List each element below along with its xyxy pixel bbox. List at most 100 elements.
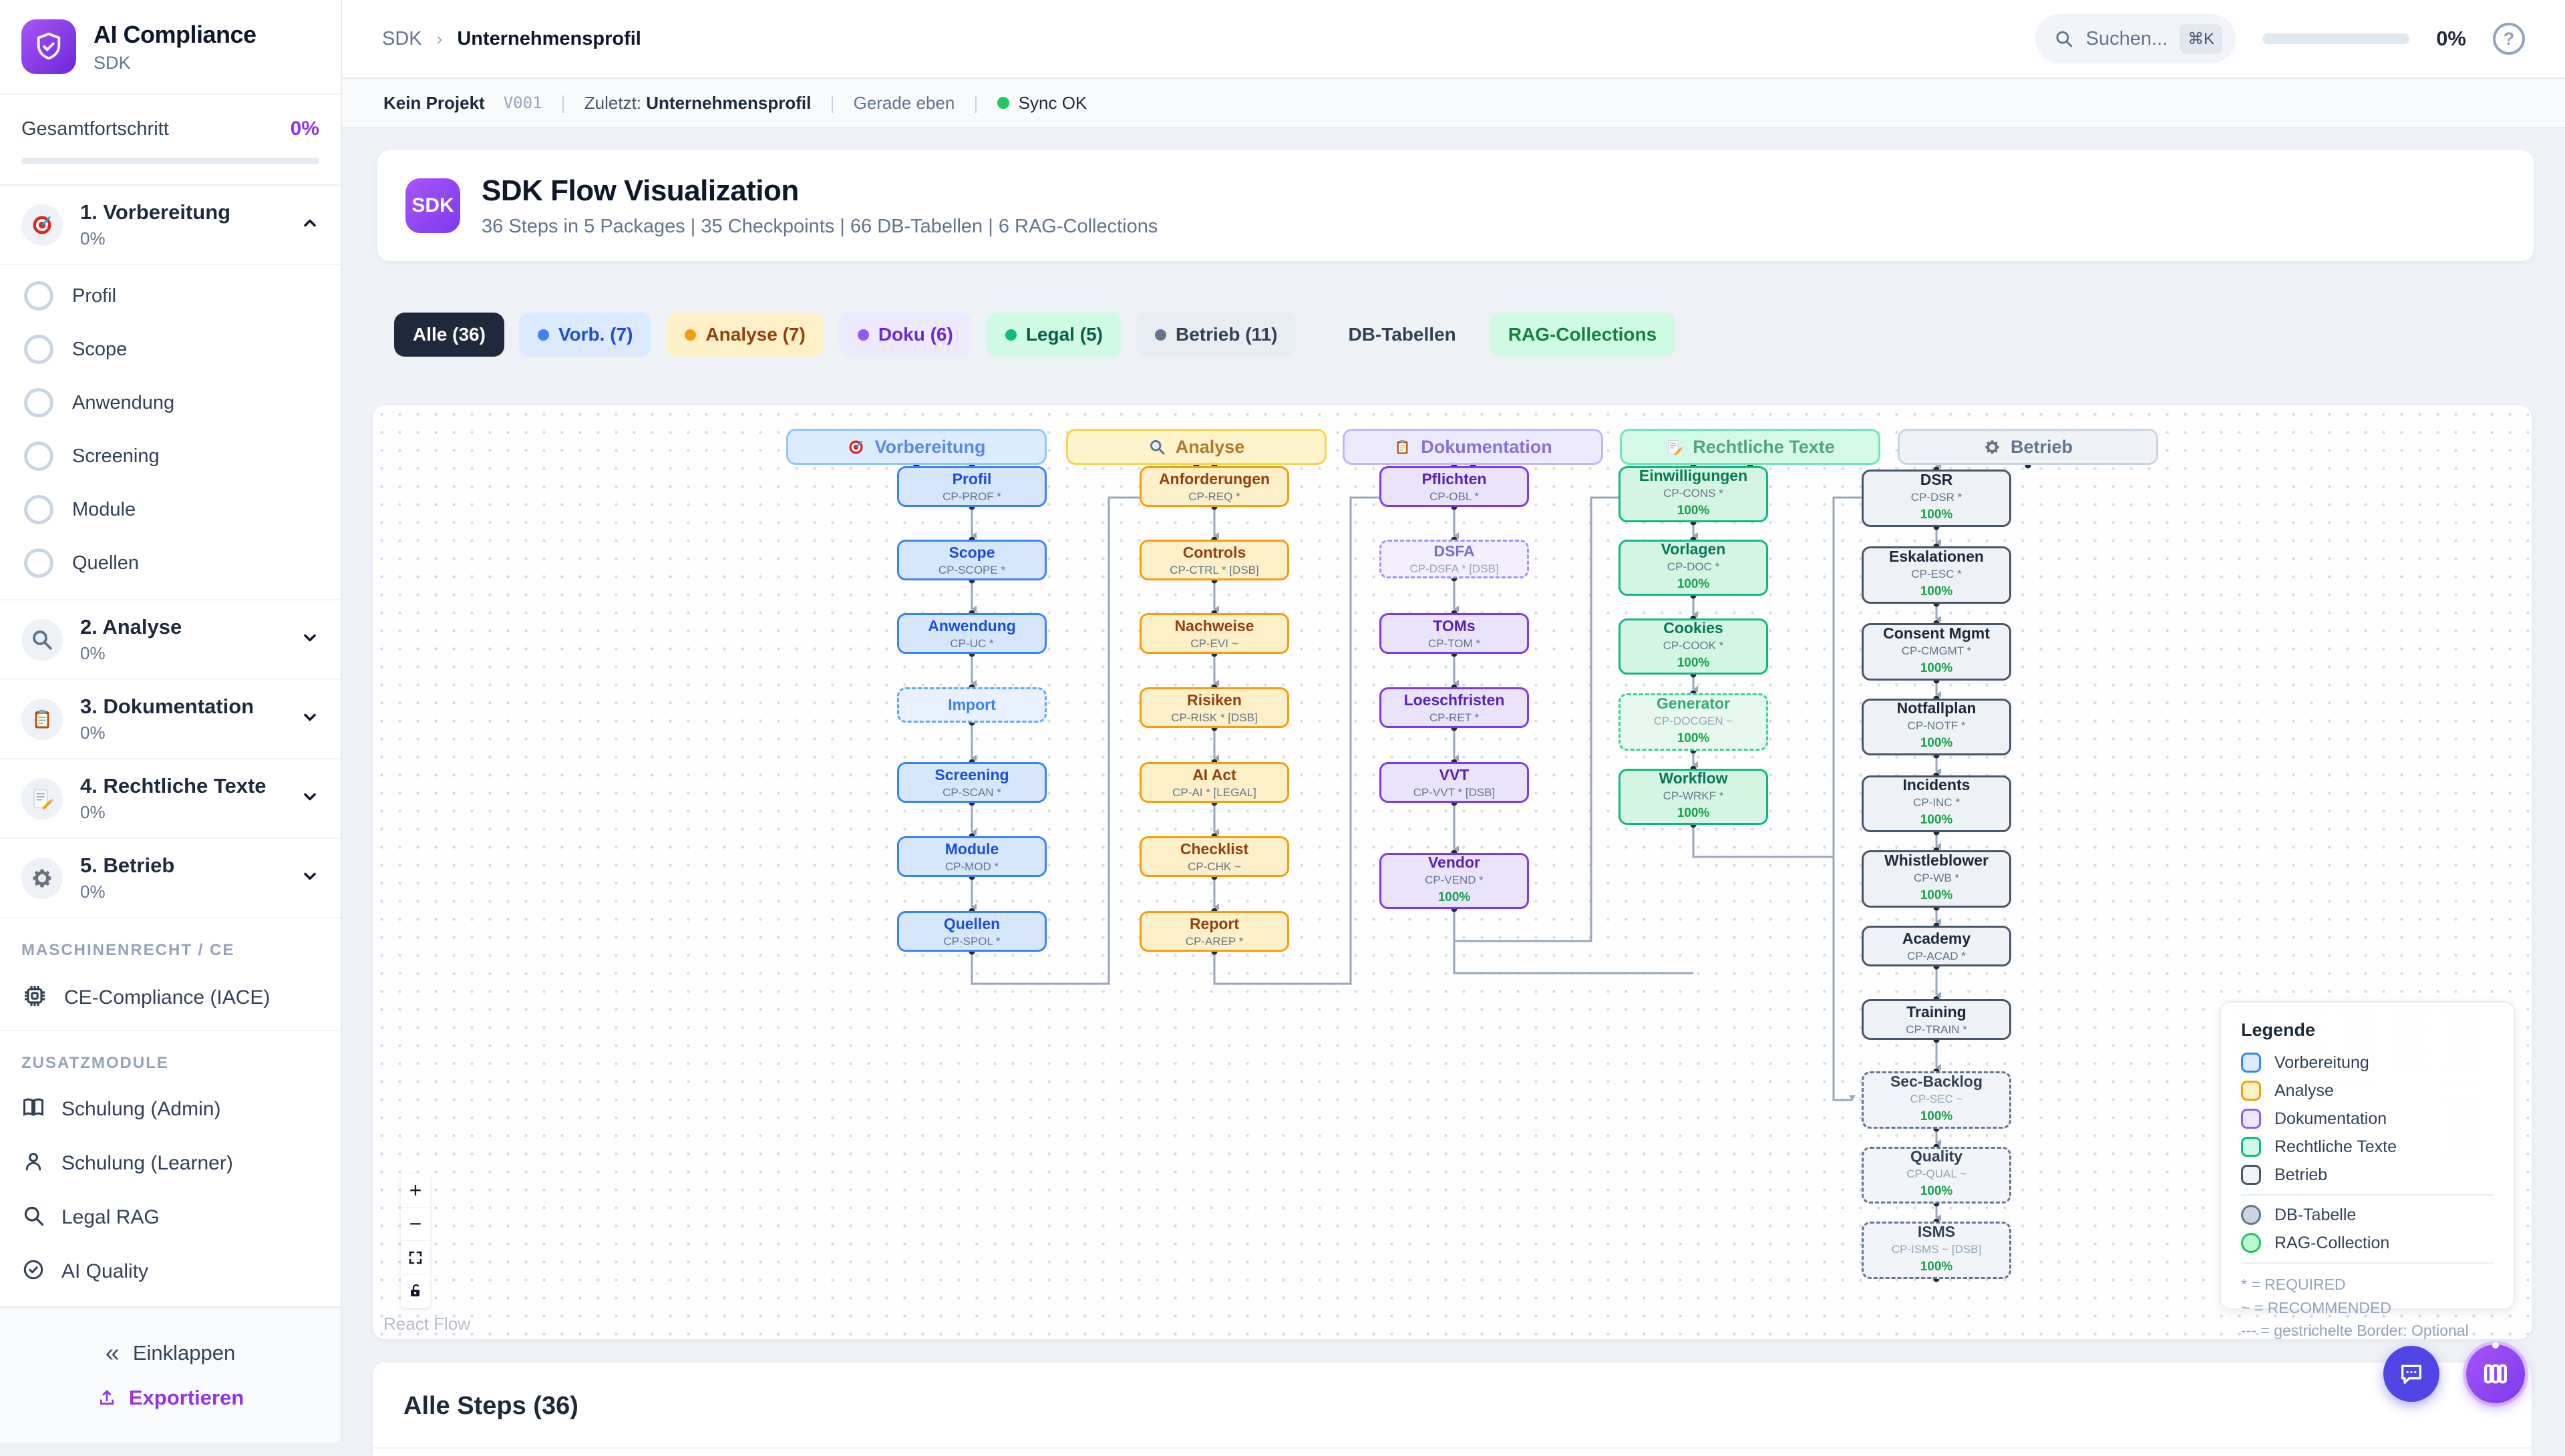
zoom-in-button[interactable]: +	[401, 1174, 430, 1208]
filter-chip-legal-5-[interactable]: Legal (5)	[987, 313, 1122, 357]
chevron-up-icon	[301, 214, 319, 236]
fit-view-button[interactable]	[401, 1241, 430, 1274]
board-view-button[interactable]	[2466, 1344, 2525, 1403]
node-progress-value: 100%	[1920, 508, 1953, 522]
flow-node-profil[interactable]: ProfilCP-PROF *	[897, 466, 1047, 507]
node-code: CP-QUAL ~	[1906, 1167, 1966, 1181]
flow-node-isms[interactable]: ISMSCP-ISMS ~ [DSB]100%	[1862, 1222, 2011, 1279]
flow-node-scope[interactable]: ScopeCP-SCOPE *	[897, 540, 1047, 580]
status-bar: Kein Projekt V001 | Zuletzt: Unternehmen…	[342, 79, 2565, 128]
flow-package-rechtliche-texte[interactable]: Rechtliche Texte	[1620, 429, 1880, 465]
chip-dot-icon	[1155, 329, 1166, 341]
sidebar-step-scope[interactable]: Scope	[0, 323, 341, 376]
flow-node-consent-mgmt[interactable]: Consent MgmtCP-CMGMT *100%	[1862, 623, 2011, 681]
phase-progress: 0%	[80, 723, 283, 743]
step-status-circle-icon	[24, 441, 53, 471]
package-label: Betrieb	[2011, 437, 2073, 458]
filter-chip-betrieb-11-[interactable]: Betrieb (11)	[1136, 313, 1297, 357]
sidebar-phase-3[interactable]: 3. Dokumentation0%	[0, 680, 341, 759]
flow-node-academy[interactable]: AcademyCP-ACAD *	[1862, 926, 2011, 966]
legend-notes: * = REQUIRED~ = RECOMMENDED--- = gestric…	[2241, 1273, 2494, 1339]
node-code: CP-AREP *	[1186, 935, 1244, 948]
top-bar: SDK › Unternehmensprofil Suchen... ⌘K 0%…	[342, 0, 2565, 79]
flow-package-betrieb[interactable]: Betrieb	[1898, 429, 2158, 465]
sidebar-step-module[interactable]: Module	[0, 483, 341, 536]
flow-node-generator[interactable]: GeneratorCP-DOCGEN ~100%	[1618, 693, 1768, 751]
flow-node-whistleblower[interactable]: WhistleblowerCP-WB *100%	[1862, 850, 2011, 908]
flow-node-training[interactable]: TrainingCP-TRAIN *	[1862, 999, 2011, 1040]
sidebar-step-quellen[interactable]: Quellen	[0, 536, 341, 590]
chat-assistant-button[interactable]	[2383, 1346, 2439, 1402]
filter-chip-db-tabellen[interactable]: DB-Tabellen	[1329, 313, 1474, 357]
flow-node-einwilligungen[interactable]: EinwilligungenCP-CONS *100%	[1618, 466, 1768, 522]
export-button[interactable]: Exportieren	[97, 1386, 244, 1410]
breadcrumb-root[interactable]: SDK	[382, 28, 422, 50]
flow-node-loeschfristen[interactable]: LoeschfristenCP-RET *	[1379, 687, 1529, 728]
flow-node-anforderungen[interactable]: AnforderungenCP-REQ *	[1140, 466, 1289, 507]
node-code: CP-DOC *	[1667, 560, 1719, 574]
flow-node-ai-act[interactable]: AI ActCP-AI * [LEGAL]	[1140, 762, 1289, 803]
flow-node-toms[interactable]: TOMsCP-TOM *	[1379, 613, 1529, 654]
sidebar-step-anwendung[interactable]: Anwendung	[0, 376, 341, 429]
flow-node-checklist[interactable]: ChecklistCP-CHK ~	[1140, 836, 1289, 877]
sidebar-item-ce-compliance[interactable]: CE-Compliance (IACE)	[0, 969, 341, 1031]
help-icon[interactable]: ?	[2493, 23, 2525, 55]
filter-chip-doku-6-[interactable]: Doku (6)	[839, 313, 972, 357]
sidebar-phase-5[interactable]: 5. Betrieb0%	[0, 839, 341, 918]
flow-node-incidents[interactable]: IncidentsCP-INC *100%	[1862, 775, 2011, 832]
flow-node-vvt[interactable]: VVTCP-VVT * [DSB]	[1379, 762, 1529, 803]
lock-toggle-button[interactable]	[401, 1274, 430, 1308]
flow-node-screening[interactable]: ScreeningCP-SCAN *	[897, 762, 1047, 803]
sidebar-phase-2[interactable]: 2. Analyse0%	[0, 600, 341, 680]
flow-node-quality[interactable]: QualityCP-QUAL ~100%	[1862, 1147, 2011, 1204]
flow-node-vendor[interactable]: VendorCP-VEND *100%	[1379, 853, 1529, 909]
node-code: CP-REQ *	[1188, 490, 1240, 504]
flow-node-workflow[interactable]: WorkflowCP-WRKF *100%	[1618, 769, 1768, 825]
flow-canvas[interactable]: Legende VorbereitungAnalyseDokumentation…	[373, 405, 2532, 1339]
flow-node-sec-backlog[interactable]: Sec-BacklogCP-SEC ~100%	[1862, 1071, 2011, 1129]
flow-node-controls[interactable]: ControlsCP-CTRL * [DSB]	[1140, 540, 1289, 580]
filter-chip-rag-collections[interactable]: RAG-Collections	[1490, 313, 1675, 357]
sidebar-phase-4[interactable]: 4. Rechtliche Texte0%	[0, 759, 341, 839]
search-input[interactable]: Suchen... ⌘K	[2035, 14, 2236, 63]
sidebar-item-ai-quality[interactable]: AI Quality	[0, 1244, 341, 1298]
flow-node-dsfa[interactable]: DSFACP-DSFA * [DSB]	[1379, 540, 1529, 578]
flow-node-cookies[interactable]: CookiesCP-COOK *100%	[1618, 618, 1768, 675]
flow-node-module[interactable]: ModuleCP-MOD *	[897, 836, 1047, 877]
flow-node-eskalationen[interactable]: EskalationenCP-ESC *100%	[1862, 546, 2011, 604]
zoom-out-button[interactable]: −	[401, 1208, 430, 1241]
filter-chip-vorb-7-[interactable]: Vorb. (7)	[519, 313, 651, 357]
node-title: Checklist	[1180, 840, 1248, 858]
chip-label: Vorb. (7)	[558, 324, 633, 345]
lock-open-icon	[407, 1283, 423, 1299]
flow-node-anwendung[interactable]: AnwendungCP-UC *	[897, 613, 1047, 654]
sidebar-phase-1[interactable]: 1. Vorbereitung0%	[0, 186, 341, 265]
sidebar-item-schulung-learner-[interactable]: Schulung (Learner)	[0, 1136, 341, 1190]
filter-chip-analyse-7-[interactable]: Analyse (7)	[666, 313, 824, 357]
legend-swatch-icon	[2241, 1081, 2261, 1101]
flow-node-quellen[interactable]: QuellenCP-SPOL *	[897, 911, 1047, 952]
flow-package-vorbereitung[interactable]: Vorbereitung	[786, 429, 1047, 465]
flow-node-vorlagen[interactable]: VorlagenCP-DOC *100%	[1618, 540, 1768, 596]
sidebar-item-schulung-admin-[interactable]: Schulung (Admin)	[0, 1082, 341, 1136]
collapse-sidebar-button[interactable]: « Einklappen	[106, 1340, 236, 1366]
chip-label: DB-Tabellen	[1348, 324, 1456, 345]
flow-node-nachweise[interactable]: NachweiseCP-EVI ~	[1140, 613, 1289, 654]
sidebar-item-legal-rag[interactable]: Legal RAG	[0, 1190, 341, 1244]
flow-node-dsr[interactable]: DSRCP-DSR *100%	[1862, 470, 2011, 527]
flow-node-risiken[interactable]: RisikenCP-RISK * [DSB]	[1140, 687, 1289, 728]
flow-node-notfallplan[interactable]: NotfallplanCP-NOTF *100%	[1862, 699, 2011, 755]
flow-node-import[interactable]: Import	[897, 687, 1047, 723]
reactflow-attribution[interactable]: React Flow	[383, 1314, 470, 1334]
node-code: CP-COOK *	[1663, 639, 1724, 653]
sidebar-step-profil[interactable]: Profil	[0, 269, 341, 323]
legend-swatch-icon	[2241, 1137, 2261, 1157]
sidebar-step-screening[interactable]: Screening	[0, 429, 341, 483]
filter-chip-alle-36-[interactable]: Alle (36)	[394, 313, 504, 357]
flow-package-analyse[interactable]: Analyse	[1066, 429, 1327, 465]
chip-label: Alle (36)	[413, 324, 486, 345]
flow-package-dokumentation[interactable]: Dokumentation	[1343, 429, 1603, 465]
flow-node-report[interactable]: ReportCP-AREP *	[1140, 911, 1289, 952]
flow-node-pflichten[interactable]: PflichtenCP-OBL *	[1379, 466, 1529, 507]
step-label: Screening	[72, 445, 160, 468]
